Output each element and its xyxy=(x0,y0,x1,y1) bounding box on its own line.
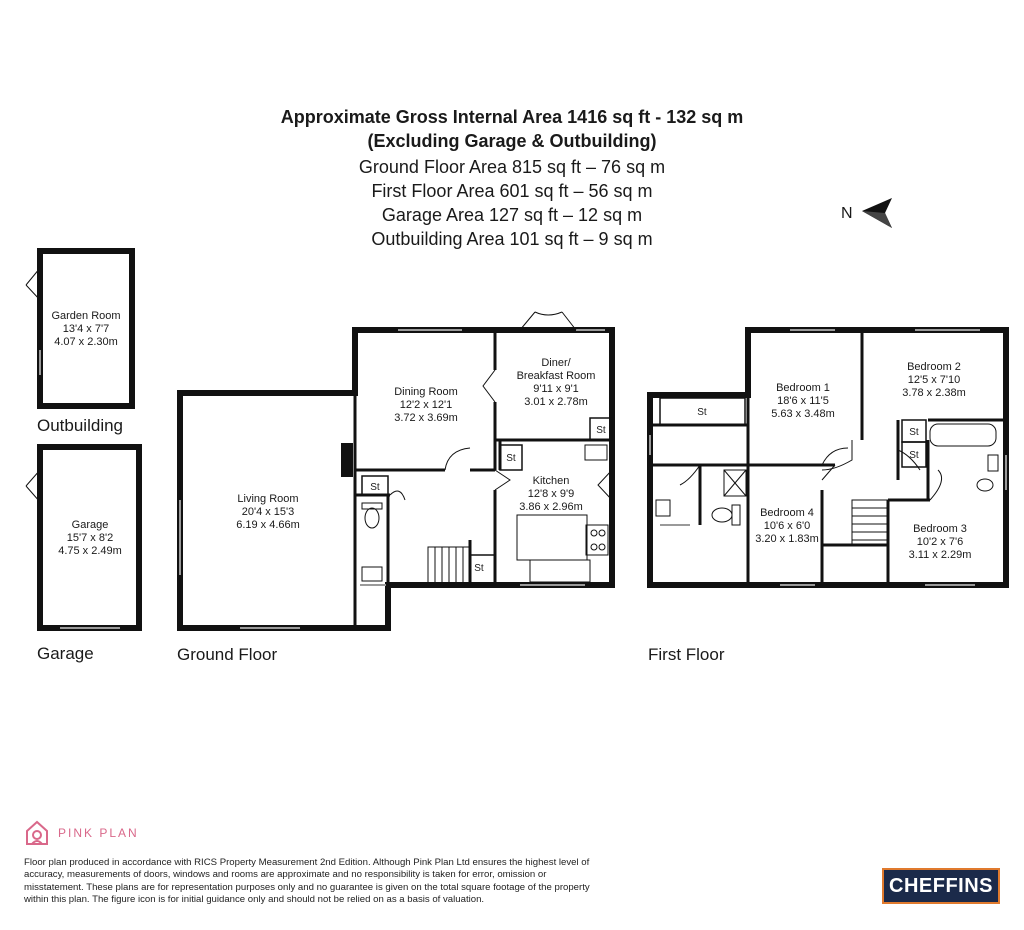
store-label-diner: St xyxy=(596,425,606,436)
bedroom4-metric: 3.20 x 1.83m xyxy=(755,533,819,545)
compass-label: N xyxy=(841,205,853,222)
diner-name-line1: Diner/ xyxy=(541,357,571,369)
bedroom2-metric: 3.78 x 2.38m xyxy=(902,387,966,399)
first-floor-area: First Floor Area 601 sq ft – 56 sq m xyxy=(371,181,653,201)
ground-floor-stairs xyxy=(427,546,471,586)
gross-area-title: Approximate Gross Internal Area 1416 sq … xyxy=(280,107,744,127)
bedroom4-imperial: 10'6 x 6'0 xyxy=(764,520,810,532)
windows xyxy=(39,329,1007,629)
diner-imperial: 9'11 x 9'1 xyxy=(533,383,579,395)
living-room-name: Living Room xyxy=(237,493,298,505)
garden-room-imperial: 13'4 x 7'7 xyxy=(63,323,109,335)
store-label-understairs: St xyxy=(474,563,484,574)
outbuilding-area: Outbuilding Area 101 sq ft – 9 sq m xyxy=(371,229,653,249)
ground-floor-area: Ground Floor Area 815 sq ft – 76 sq m xyxy=(358,157,666,177)
kitchen-metric: 3.86 x 2.96m xyxy=(519,501,583,513)
gross-area-subtitle: (Excluding Garage & Outbuilding) xyxy=(367,131,657,151)
first-floor-section-label: First Floor xyxy=(648,645,725,664)
cheffins-logo: CHEFFINS xyxy=(882,868,1000,904)
store-cupboards xyxy=(361,397,927,586)
store-label-hall: St xyxy=(370,482,380,493)
diner-name-line2: Breakfast Room xyxy=(517,370,596,382)
dining-room-name: Dining Room xyxy=(394,386,458,398)
first-floor-bathroom-fittings xyxy=(655,423,999,526)
living-room-imperial: 20'4 x 15'3 xyxy=(242,506,295,518)
outbuilding-section-label: Outbuilding xyxy=(37,416,124,435)
kitchen-name: Kitchen xyxy=(533,475,570,487)
kitchen-units xyxy=(516,444,609,583)
dining-room-metric: 3.72 x 3.69m xyxy=(394,412,458,424)
garage-imperial: 15'7 x 8'2 xyxy=(67,532,113,544)
living-room-metric: 6.19 x 4.66m xyxy=(236,519,300,531)
garage-name: Garage xyxy=(72,519,109,531)
garage-section-label: Garage xyxy=(37,644,94,663)
door-swings xyxy=(25,267,943,503)
kitchen-imperial: 12'8 x 9'9 xyxy=(528,488,574,500)
bedroom1-name: Bedroom 1 xyxy=(776,382,830,394)
chimney-breast xyxy=(341,443,353,477)
bedroom1-imperial: 18'6 x 11'5 xyxy=(777,395,829,407)
store-label-kitchen: St xyxy=(506,453,516,464)
bedroom2-name: Bedroom 2 xyxy=(907,361,961,373)
dining-room-imperial: 12'2 x 12'1 xyxy=(400,399,453,411)
bedroom3-imperial: 10'2 x 7'6 xyxy=(917,536,963,548)
pink-plan-brand-text: PINK PLAN xyxy=(58,826,139,840)
bedroom1-metric: 5.63 x 3.48m xyxy=(771,408,835,420)
store-label-bedroom2-bottom: St xyxy=(909,450,919,461)
bedroom4-name: Bedroom 4 xyxy=(760,507,814,519)
garden-room-metric: 4.07 x 2.30m xyxy=(54,336,118,348)
compass-arrow xyxy=(862,198,892,228)
diner-metric: 3.01 x 2.78m xyxy=(524,396,588,408)
garage-area: Garage Area 127 sq ft – 12 sq m xyxy=(381,205,643,225)
ground-floor-section-label: Ground Floor xyxy=(177,645,278,664)
garden-room-name: Garden Room xyxy=(51,310,120,322)
pink-plan-house-icon xyxy=(26,820,48,845)
pink-plan-logo: PINK PLAN xyxy=(24,818,139,848)
first-floor-stairs xyxy=(851,499,889,546)
bedroom2-imperial: 12'5 x 7'10 xyxy=(908,374,961,386)
bedroom3-metric: 3.11 x 2.29m xyxy=(909,549,972,561)
ground-wc xyxy=(361,502,383,582)
bedroom3-name: Bedroom 3 xyxy=(913,523,967,535)
outbuilding-walls xyxy=(37,248,135,409)
store-label-landing: St xyxy=(697,407,707,418)
garage-metric: 4.75 x 2.49m xyxy=(58,545,122,557)
store-label-bedroom2-top: St xyxy=(909,427,919,438)
disclaimer-text: Floor plan produced in accordance with R… xyxy=(24,857,590,906)
